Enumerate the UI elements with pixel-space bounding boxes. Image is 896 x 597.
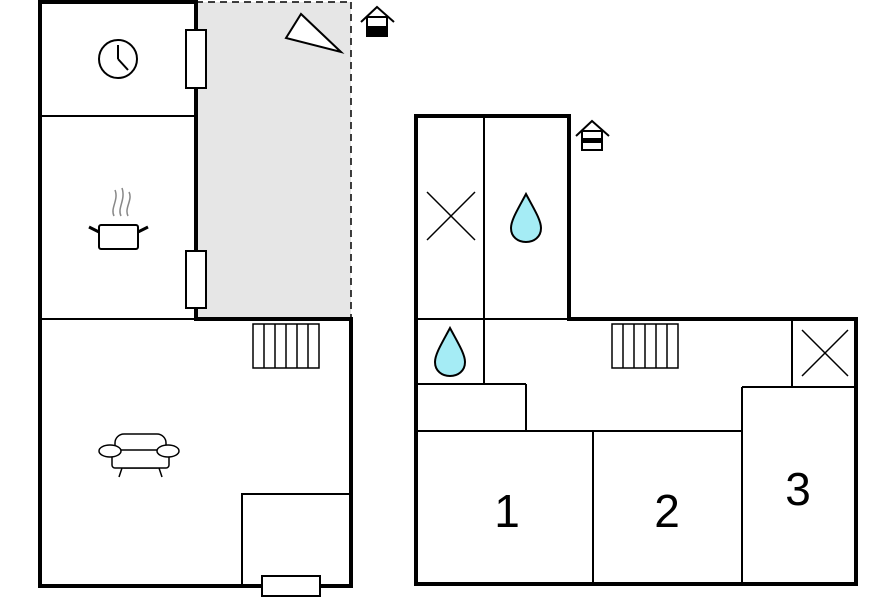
- cross-icon: [801, 329, 849, 377]
- terrace: [196, 1, 352, 319]
- ground-floor: [38, 0, 395, 597]
- upper-floor-outer-wall: [414, 114, 858, 586]
- upper-floor: 1 2 3: [414, 114, 858, 586]
- window: [185, 29, 207, 89]
- water-drop-icon: [433, 325, 467, 378]
- cooking-pot-icon: [88, 187, 149, 250]
- cross-icon: [426, 191, 476, 241]
- interior-closet: [241, 493, 352, 587]
- house-orientation-icon: [575, 119, 610, 151]
- window: [261, 575, 321, 597]
- stairs-icon: [252, 323, 320, 369]
- stairs-icon: [611, 323, 679, 369]
- bedroom-3-label: 3: [785, 463, 811, 515]
- water-drop-icon: [509, 191, 543, 244]
- clock-icon: [98, 39, 138, 79]
- sunshade-icon: [284, 12, 345, 54]
- window: [185, 250, 207, 309]
- sofa-icon: [98, 433, 180, 478]
- terrace-area: [196, 2, 351, 319]
- ground-floor-outer-wall: [38, 0, 353, 588]
- house-orientation-icon: [360, 5, 395, 37]
- bedroom-2-label: 2: [654, 485, 680, 537]
- bedroom-1-label: 1: [494, 485, 520, 537]
